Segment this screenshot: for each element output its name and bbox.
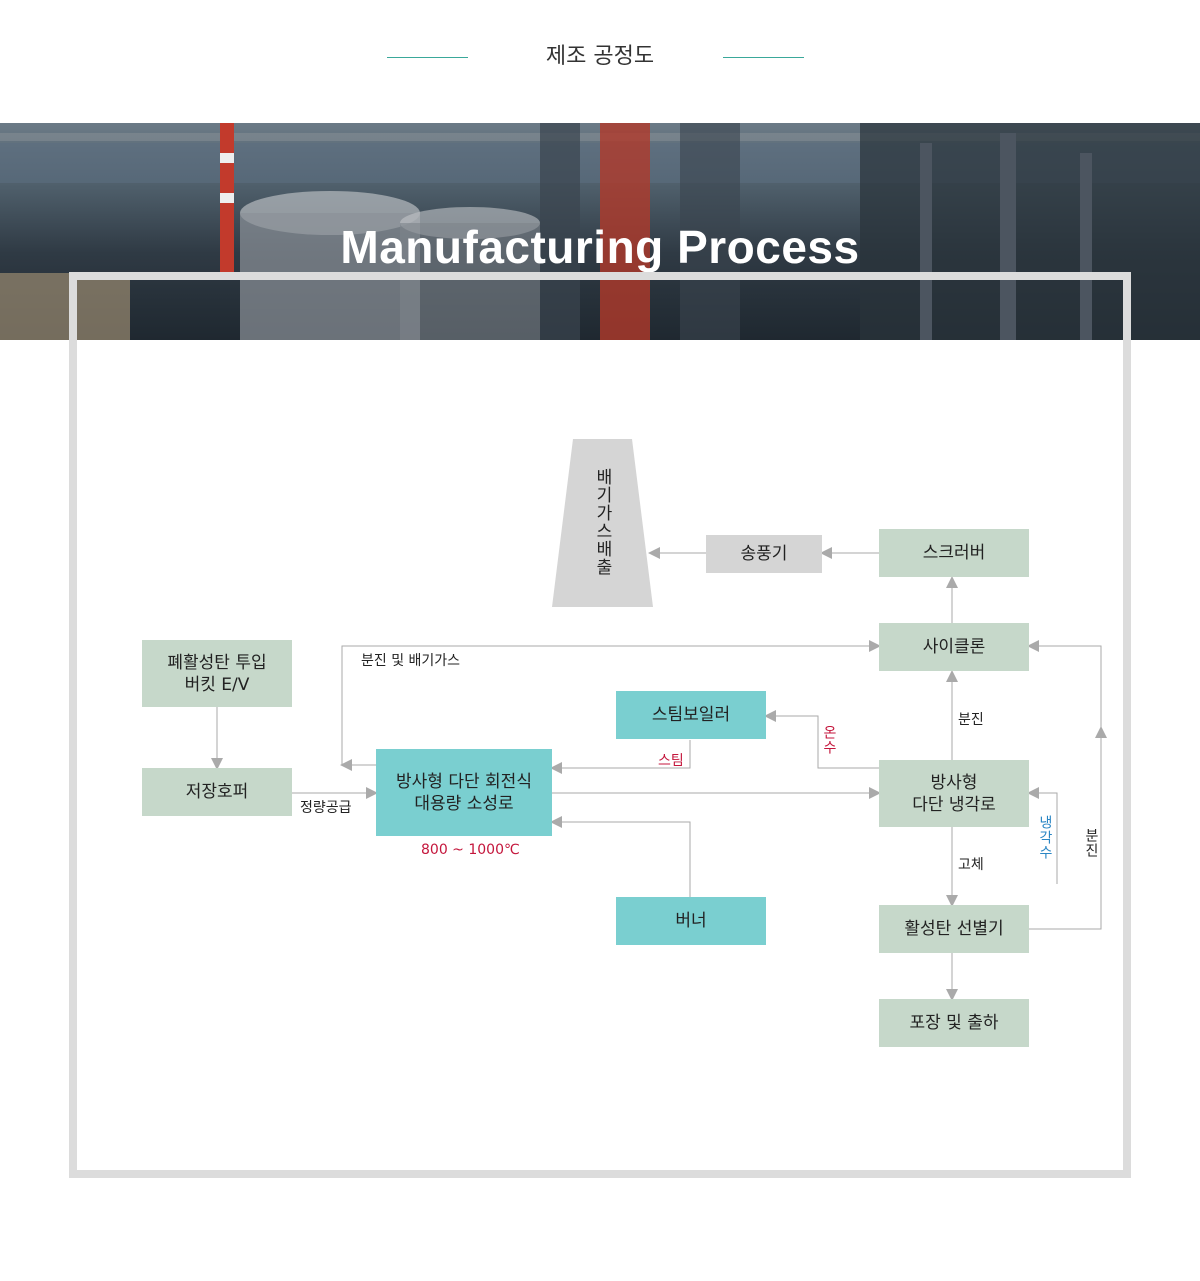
exhaust-stack-label: 배기가스배출	[592, 468, 612, 576]
page-header: 제조 공정도	[0, 38, 1200, 78]
arrow-boiler-steam-to-kiln	[550, 740, 691, 774]
node-scrubber: 스크러버	[879, 529, 1029, 577]
label-steam: 스팀	[658, 753, 684, 769]
label-dust-1: 분진	[958, 712, 984, 728]
cooler-line2: 다단 냉각로	[912, 794, 996, 815]
node-cyclone: 사이클론	[879, 623, 1029, 671]
node-input-bucket: 폐활성탄 투입 버킷 E/V	[142, 640, 292, 707]
label-solid: 고체	[958, 857, 984, 873]
label-temperature: 800 ~ 1000℃	[421, 842, 520, 858]
node-cooler: 방사형 다단 냉각로	[879, 760, 1029, 827]
arrow-dust-exhaust-to-cyclone	[341, 640, 881, 765]
node-blower: 송풍기	[706, 535, 822, 573]
hero-banner: Manufacturing Process	[0, 123, 1200, 340]
kiln-line1: 방사형 다단 회전식	[396, 771, 532, 792]
input-line2: 버킷 E/V	[184, 674, 250, 695]
label-cooling-water: 냉각수	[1037, 815, 1053, 860]
label-dust-exhaust: 분진 및 배기가스	[361, 653, 461, 669]
arrow-burner-to-kiln	[550, 816, 691, 897]
kiln-line2: 대용량 소성로	[414, 793, 514, 814]
label-dust-2: 분진	[1083, 828, 1099, 858]
arrow-dust-to-cyclone	[1027, 640, 1102, 728]
arrow-cooling-water-to-cooler	[1027, 787, 1058, 884]
arrow-sorter-dust-up	[1029, 726, 1107, 930]
node-burner: 버너	[616, 897, 766, 945]
node-hopper: 저장호퍼	[142, 768, 292, 816]
banner-title: Manufacturing Process	[340, 221, 860, 273]
arrow-hotwater-to-boiler	[764, 710, 879, 769]
node-packing: 포장 및 출하	[879, 999, 1029, 1047]
input-line1: 폐활성탄 투입	[167, 652, 267, 673]
diagram-frame	[69, 272, 1131, 1178]
label-hot-water: 온수	[821, 725, 837, 755]
exhaust-stack-shape	[552, 439, 653, 607]
cooler-line1: 방사형	[930, 772, 978, 793]
node-kiln: 방사형 다단 회전식 대용량 소성로	[376, 749, 552, 836]
title-line-right	[723, 57, 804, 58]
title-line-left	[387, 57, 468, 58]
label-quantitative-feed: 정량공급	[300, 800, 352, 816]
node-sorter: 활성탄 선별기	[879, 905, 1029, 953]
page-title: 제조 공정도	[545, 44, 655, 69]
node-boiler: 스팀보일러	[616, 691, 766, 739]
